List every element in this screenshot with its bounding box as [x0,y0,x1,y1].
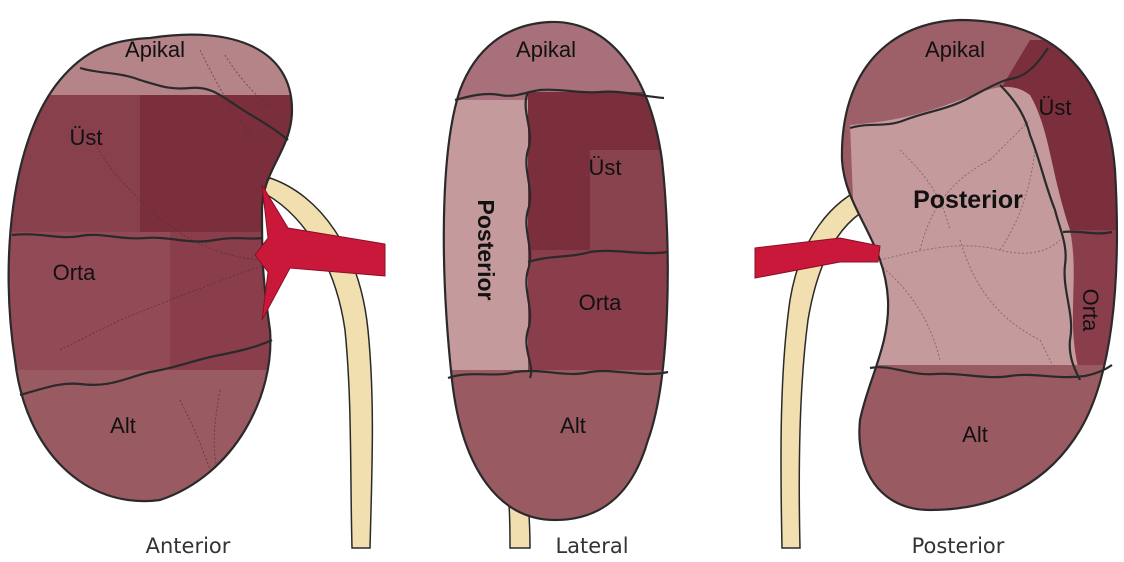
label-lower-posterior: Alt [962,422,988,447]
label-upper-posterior: Üst [1039,95,1072,120]
segment-lower-lateral [430,370,690,540]
label-upper-anterior: Üst [70,125,103,150]
label-lower-anterior: Alt [110,413,136,438]
label-middle-posterior: Orta [1078,289,1103,333]
caption-posterior: Posterior [912,534,1005,558]
lateral-view: Apikal Posterior Üst Orta Alt Lateral [430,0,690,558]
label-posterior-posterior: Posterior [913,186,1023,214]
renal-artery-anterior [255,185,385,320]
caption-lateral: Lateral [555,534,628,558]
segment-lower-anterior [0,370,320,520]
caption-anterior: Anterior [146,534,231,558]
label-middle-lateral: Orta [579,290,623,315]
label-upper-lateral: Üst [589,155,622,180]
label-apical-posterior: Apikal [925,37,985,62]
label-apical-lateral: Apikal [516,37,576,62]
posterior-view: Apikal Üst Posterior Orta Alt Posterior [755,0,1124,558]
label-apical-anterior: Apikal [125,37,185,62]
label-middle-anterior: Orta [53,260,97,285]
anterior-view: Apikal Üst Orta Alt Anterior [0,0,385,558]
label-posterior-lateral: Posterior [473,200,499,301]
label-lower-lateral: Alt [560,413,586,438]
